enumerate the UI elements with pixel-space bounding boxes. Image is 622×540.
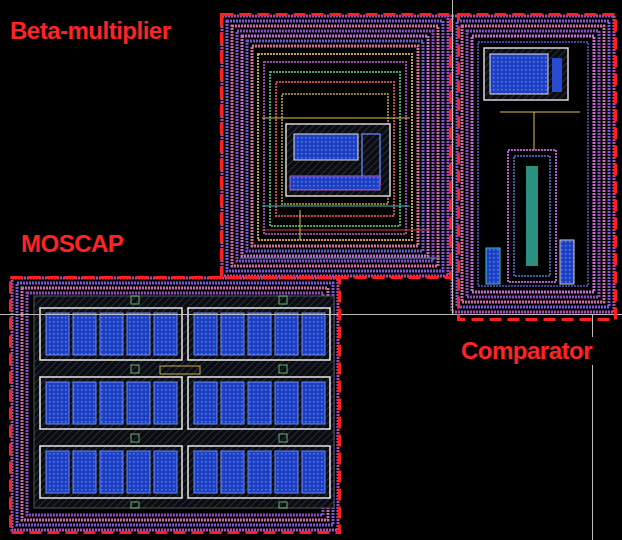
dashed-outline bbox=[457, 13, 617, 321]
layout-region: MOSCAP bbox=[9, 276, 341, 534]
region-label: MOSCAP bbox=[19, 230, 125, 258]
moscap-layout bbox=[12, 278, 338, 530]
moscap-cells bbox=[40, 296, 330, 508]
beta-multiplier-layout bbox=[222, 16, 448, 276]
dashed-outline bbox=[220, 13, 452, 279]
region-label: Comparator bbox=[459, 337, 594, 365]
dashed-outline bbox=[9, 276, 341, 534]
region-label: Beta-multiplier bbox=[8, 17, 173, 45]
dashed-outline-rect bbox=[222, 15, 451, 278]
layout-region: Beta-multiplier bbox=[220, 13, 452, 279]
comparator-layout bbox=[452, 16, 614, 312]
dashed-outline-rect bbox=[459, 15, 616, 320]
layout-region: Comparator bbox=[457, 13, 617, 321]
dashed-outline-rect bbox=[11, 278, 340, 533]
